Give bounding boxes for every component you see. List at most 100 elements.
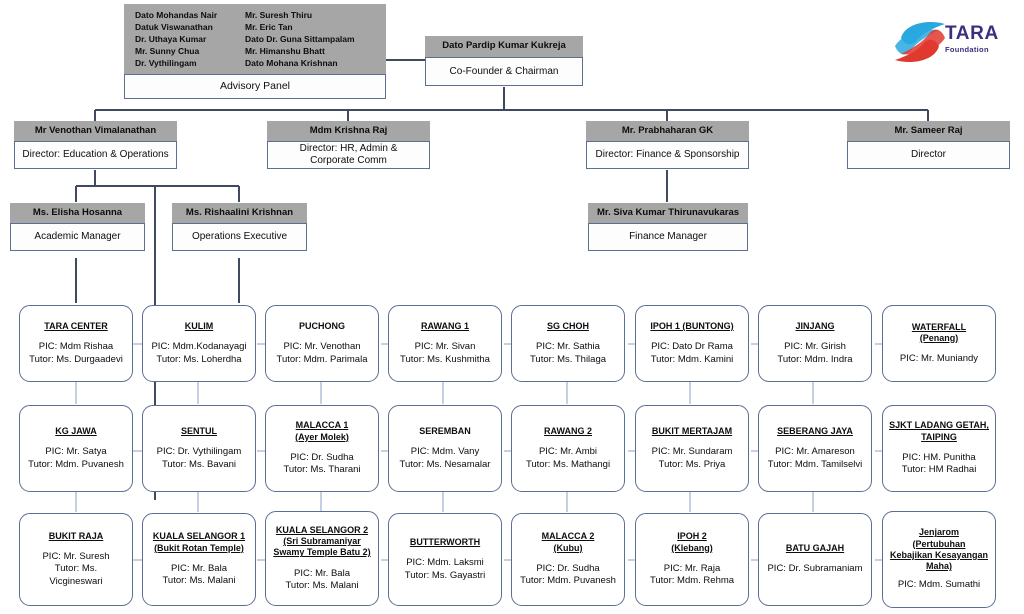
node-chairman: Dato Pardip Kumar Kukreja Co-Founder & C… bbox=[425, 36, 583, 86]
node-finance-manager: Mr. Siva Kumar Thirunavukaras Finance Ma… bbox=[588, 203, 748, 251]
centre-staff: PIC: Mr. Ambi Tutor: Ms. Mathangi bbox=[525, 446, 611, 470]
centre-staff: PIC: Mr. Muniandy bbox=[899, 353, 979, 365]
manager-name: Ms. Elisha Hosanna bbox=[10, 203, 145, 223]
centre-staff: PIC: Mr. Sivan Tutor: Ms. Kushmitha bbox=[400, 341, 490, 365]
advisory-member: Mr. Eric Tan bbox=[245, 22, 293, 33]
centre-staff: PIC: Mr. Sundaram Tutor: Ms. Priya bbox=[651, 446, 733, 470]
centre-staff: PIC: Dr. Sudha Tutor: Ms. Tharani bbox=[283, 451, 361, 476]
centre-title: SG CHOH bbox=[546, 321, 589, 332]
centre-title: MALACCA 1 (Ayer Molek) bbox=[295, 420, 349, 442]
centre-card[interactable]: SEBERANG JAYA PIC: Mr. Amareson Tutor: M… bbox=[758, 405, 872, 492]
centre-title: RAWANG 2 bbox=[543, 426, 592, 437]
centre-card[interactable]: BUKIT RAJA PIC: Mr. Suresh Tutor: Ms. Vi… bbox=[19, 513, 133, 606]
centre-card[interactable]: PUCHONG PIC: Mr. Venothan Tutor: Mdm. Pa… bbox=[265, 305, 379, 382]
advisory-members-left-column: Dato Mohandas Nair Datuk Viswanathan Dr.… bbox=[135, 9, 239, 69]
centre-staff: PIC: Mr. Sathia Tutor: Ms. Thilaga bbox=[529, 341, 607, 365]
centre-staff: PIC: Mr. Satya Tutor: Mdm. Puvanesh bbox=[28, 446, 124, 470]
centre-card[interactable]: SJKT LADANG GETAH, TAIPING PIC: HM. Puni… bbox=[882, 405, 996, 492]
manager-title: Academic Manager bbox=[10, 223, 145, 251]
centre-title: TARA CENTER bbox=[44, 321, 108, 332]
logo-swoosh-icon bbox=[895, 21, 945, 63]
node-director-education: Mr Venothan Vimalanathan Director: Educa… bbox=[14, 121, 177, 169]
logo-brand-text: TARA bbox=[945, 23, 999, 44]
centre-title: PUCHONG bbox=[298, 321, 345, 332]
centre-staff: PIC: Mdm. Sumathi bbox=[897, 579, 981, 591]
centre-card[interactable]: KG JAWA PIC: Mr. Satya Tutor: Mdm. Puvan… bbox=[19, 405, 133, 492]
advisory-member: Mr. Sunny Chua bbox=[135, 46, 200, 57]
node-operations-executive: Ms. Rishaalini Krishnan Operations Execu… bbox=[172, 203, 307, 251]
centre-staff: PIC: Mr. Amareson Tutor: Mdm. Tamilselvi bbox=[767, 446, 863, 470]
centre-card[interactable]: RAWANG 1 PIC: Mr. Sivan Tutor: Ms. Kushm… bbox=[388, 305, 502, 382]
centre-card[interactable]: BUTTERWORTH PIC: Mdm. Laksmi Tutor: Ms. … bbox=[388, 513, 502, 606]
advisory-member: Dato Mohandas Nair bbox=[135, 10, 218, 20]
director-title: Director: Finance & Sponsorship bbox=[586, 141, 749, 169]
centre-staff: PIC: Mr. Raja Tutor: Mdm. Rehma bbox=[649, 562, 735, 587]
chairman-name: Dato Pardip Kumar Kukreja bbox=[425, 36, 583, 57]
centre-card[interactable]: IPOH 1 (BUNTONG) PIC: Dato Dr Rama Tutor… bbox=[635, 305, 749, 382]
centre-card[interactable]: Jenjarom (Pertubuhan Kebajikan Kesayanga… bbox=[882, 511, 996, 608]
centre-title: Jenjarom (Pertubuhan Kebajikan Kesayanga… bbox=[889, 527, 989, 572]
logo-wordmark: TARA Foundation bbox=[945, 24, 1017, 54]
centre-card[interactable]: RAWANG 2 PIC: Mr. Ambi Tutor: Ms. Mathan… bbox=[511, 405, 625, 492]
logo-tagline-text: Foundation bbox=[945, 45, 989, 54]
centre-card[interactable]: BUKIT MERTAJAM PIC: Mr. Sundaram Tutor: … bbox=[635, 405, 749, 492]
node-academic-manager: Ms. Elisha Hosanna Academic Manager bbox=[10, 203, 145, 251]
advisory-members-right-column: Mr. Suresh Thiru Mr. Eric Tan Dato Dr. G… bbox=[245, 9, 355, 69]
centre-card[interactable]: JINJANG PIC: Mr. Girish Tutor: Mdm. Indr… bbox=[758, 305, 872, 382]
centre-card[interactable]: SEREMBAN PIC: Mdm. Vany Tutor: Ms. Nesam… bbox=[388, 405, 502, 492]
centre-title: BATU GAJAH bbox=[785, 543, 845, 554]
node-director-hr: Mdm Krishna Raj Director: HR, Admin & Co… bbox=[267, 121, 430, 169]
centre-title: WATERFALL (Penang) bbox=[911, 321, 967, 343]
director-name: Mdm Krishna Raj bbox=[267, 121, 430, 141]
centre-staff: PIC: Mdm.Kodanayagi Tutor: Ms. Loherdha bbox=[151, 341, 247, 365]
centre-staff: PIC: Mr. Suresh Tutor: Ms. Vicgineswari bbox=[42, 551, 110, 587]
centre-title: KULIM bbox=[184, 321, 214, 332]
advisory-member: Dato Dr. Guna Sittampalam bbox=[245, 34, 355, 45]
chairman-title: Co-Founder & Chairman bbox=[425, 57, 583, 86]
manager-name: Ms. Rishaalini Krishnan bbox=[172, 203, 307, 223]
centre-title: KUALA SELANGOR 1 (Bukit Rotan Temple) bbox=[152, 531, 246, 553]
centre-title: BUKIT MERTAJAM bbox=[651, 426, 733, 437]
director-title: Director: Education & Operations bbox=[14, 141, 177, 169]
centre-staff: PIC: Mr. Bala Tutor: Ms. Malani bbox=[285, 567, 359, 591]
centre-card[interactable]: SG CHOH PIC: Mr. Sathia Tutor: Ms. Thila… bbox=[511, 305, 625, 382]
manager-title: Finance Manager bbox=[588, 223, 748, 251]
centre-card[interactable]: TARA CENTER PIC: Mdm Rishaa Tutor: Ms. D… bbox=[19, 305, 133, 382]
manager-title: Operations Executive bbox=[172, 223, 307, 251]
advisory-members: Dato Mohandas Nair Datuk Viswanathan Dr.… bbox=[124, 4, 386, 75]
director-name: Mr Venothan Vimalanathan bbox=[14, 121, 177, 141]
advisory-member: Mr. Suresh Thiru bbox=[245, 10, 313, 20]
advisory-member: Mr. Himanshu Bhatt bbox=[245, 46, 325, 57]
centre-title: IPOH 1 (BUNTONG) bbox=[650, 321, 734, 332]
director-name: Mr. Sameer Raj bbox=[847, 121, 1010, 141]
centre-card[interactable]: KUALA SELANGOR 2 (Sri Subramaniyar Swamy… bbox=[265, 511, 379, 606]
centre-staff: PIC: Dr. Subramaniam bbox=[767, 563, 863, 575]
centre-staff: PIC: HM. Punitha Tutor: HM Radhai bbox=[901, 451, 977, 476]
centre-title: MALACCA 2 (Kubu) bbox=[541, 531, 595, 553]
centre-staff: PIC: Mdm Rishaa Tutor: Ms. Durgaadevi bbox=[29, 341, 123, 365]
centre-card[interactable]: KULIM PIC: Mdm.Kodanayagi Tutor: Ms. Loh… bbox=[142, 305, 256, 382]
centre-title: SJKT LADANG GETAH, TAIPING bbox=[889, 420, 989, 442]
centre-staff: PIC: Mr. Bala Tutor: Ms. Malani bbox=[162, 562, 236, 587]
centre-staff: PIC: Dr. Sudha Tutor: Mdm. Puvanesh bbox=[520, 562, 616, 587]
centre-card[interactable]: MALACCA 2 (Kubu) PIC: Dr. Sudha Tutor: M… bbox=[511, 513, 625, 606]
centre-card[interactable]: IPOH 2 (Klebang) PIC: Mr. Raja Tutor: Md… bbox=[635, 513, 749, 606]
centre-card[interactable]: KUALA SELANGOR 1 (Bukit Rotan Temple) PI… bbox=[142, 513, 256, 606]
centre-title: KUALA SELANGOR 2 (Sri Subramaniyar Swamy… bbox=[273, 524, 371, 558]
centre-title: SEBERANG JAYA bbox=[777, 426, 853, 437]
director-title: Director: HR, Admin & Corporate Comm bbox=[267, 141, 430, 169]
centre-card[interactable]: MALACCA 1 (Ayer Molek) PIC: Dr. Sudha Tu… bbox=[265, 405, 379, 492]
centre-title: IPOH 2 (Klebang) bbox=[671, 531, 713, 553]
centre-card[interactable]: WATERFALL (Penang) PIC: Mr. Muniandy bbox=[882, 305, 996, 382]
advisory-member: Dr. Vythilingam bbox=[135, 58, 197, 69]
advisory-member: Datuk Viswanathan bbox=[135, 22, 213, 33]
centre-title: BUKIT RAJA bbox=[48, 530, 104, 541]
centre-card[interactable]: SENTUL PIC: Dr. Vythilingam Tutor: Ms. B… bbox=[142, 405, 256, 492]
tara-foundation-logo: TARA Foundation bbox=[893, 16, 1015, 68]
centre-card[interactable]: BATU GAJAH PIC: Dr. Subramaniam bbox=[758, 513, 872, 606]
centre-title: RAWANG 1 bbox=[420, 321, 469, 332]
manager-name: Mr. Siva Kumar Thirunavukaras bbox=[588, 203, 748, 223]
centre-title: KG JAWA bbox=[55, 426, 97, 437]
director-name: Mr. Prabhaharan GK bbox=[586, 121, 749, 141]
